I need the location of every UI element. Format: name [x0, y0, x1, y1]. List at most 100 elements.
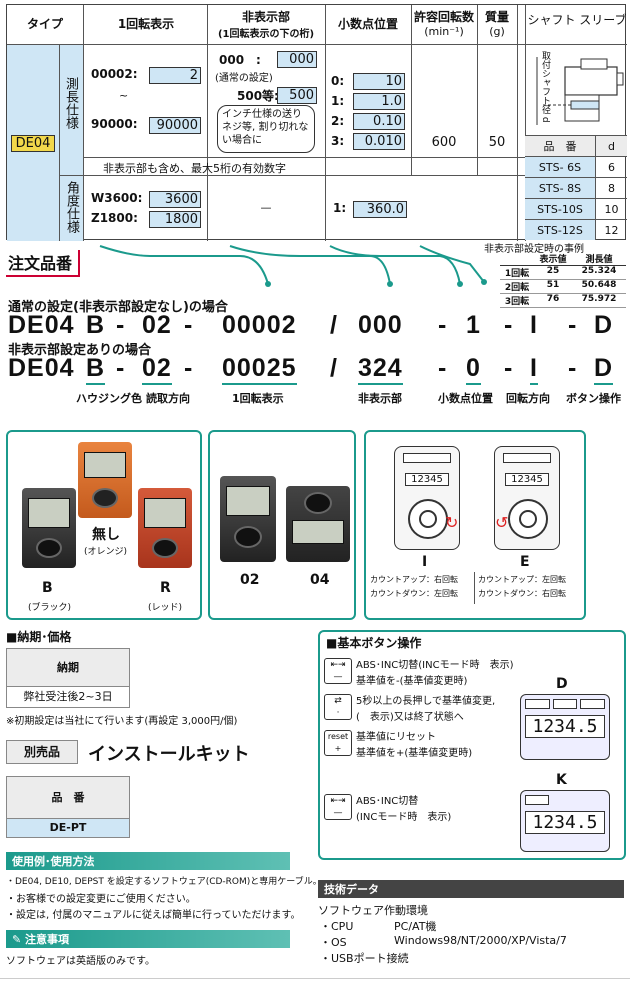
rotation-panel: 12345 ↻ 12345 ↺ I E カウントアップ：右回転 カウントダウン：… [364, 430, 586, 620]
sleeve-part: STS- 6S [525, 156, 595, 177]
code-part: 324 [358, 354, 403, 385]
mass-value: 50 [488, 135, 506, 150]
rotation-i-display: 12345 [405, 473, 449, 486]
btn3-icon: reset+ [324, 730, 352, 756]
direction-02-photo [220, 476, 276, 562]
code-part: DE04 [8, 311, 75, 339]
example-cell: 3回転 [504, 297, 530, 307]
buttons-title: ■基本ボタン操作 [326, 636, 422, 650]
shaft-drawing: 取付シャフト径 d [527, 45, 627, 135]
decimal-row: 2: 0.10 [331, 111, 409, 131]
code-part: 02 [142, 311, 172, 339]
housing-none-sub: (オレンジ) [84, 547, 128, 557]
rotation-e-display: 12345 [505, 473, 549, 486]
type-k-reading: 1234.5 [525, 811, 605, 834]
code-part: B [86, 354, 106, 385]
type-k-display: 1234.5 [520, 790, 610, 852]
example-title: 非表示部設定時の事例 [484, 244, 584, 255]
header-hidden: 非表示部 [241, 10, 290, 24]
delivery-note: ※初期設定は当社にて行います(再設定 3,000円/個) [6, 716, 238, 727]
one-rev-a-label: 00002: [91, 67, 138, 81]
decimal-value: 0.10 [353, 112, 405, 130]
code-part: - [116, 354, 126, 382]
decimal-key: 2: [331, 114, 345, 128]
code-part: 1 [466, 311, 481, 339]
tech-os-key: ・OS [320, 936, 347, 949]
rotation-e: E [520, 554, 530, 570]
tech-cpu-value: PC/AT機 [394, 920, 437, 933]
pencil-icon: ✎ [12, 933, 26, 946]
btn1-text-b: 基準値を-(基準値変更時) [356, 676, 468, 687]
example-cell: 75.972 [581, 294, 617, 304]
red-housing-photo [138, 488, 192, 568]
tech-os-value: Windows98/NT/2000/XP/Vista/7 [394, 934, 567, 947]
code-label: 非表示部 [358, 392, 402, 405]
delivery-value: 弊社受注後2~3日 [23, 690, 113, 703]
usage-line-3: ・設定は, 付属のマニュアルに従えば簡単に行っていただけます。 [6, 910, 301, 921]
kit-part: DE-PT [7, 819, 129, 837]
example-header: 表示値 [539, 255, 567, 265]
btn4-text: ABS･INC切替 [356, 796, 419, 807]
type-d-label: D [556, 676, 568, 692]
one-rev-a-value: 2 [149, 67, 201, 84]
btn4-icon: ⇤⇥— [324, 794, 352, 820]
header-hidden-sub: (1回転表示の下の桁) [217, 29, 315, 40]
type-badge: DE04 [11, 135, 55, 152]
hidden-a-value: 000 [277, 51, 317, 68]
usage-title: 使用例･使用方法 [6, 852, 290, 870]
housing-r: R [160, 580, 171, 596]
direction-02: 02 [240, 572, 260, 588]
example-cell: 51 [546, 280, 560, 290]
header-type: タイプ [26, 17, 63, 31]
btn1-icon: ⇤⇥— [324, 658, 352, 684]
code-part: / [330, 311, 338, 339]
decimal-key: 3: [331, 134, 345, 148]
rotation-e-note1: カウントアップ：左回転 [478, 575, 566, 584]
decimal-row: 3: 0.010 [331, 131, 409, 151]
spec-table: タイプ 1回転表示 非表示部 (1回転表示の下の桁) 小数点位置 許容回転数 (… [6, 4, 627, 241]
shaft-label: 取付シャフト径 d [540, 51, 550, 123]
decimal-value: 0.010 [353, 132, 405, 150]
btn3-text: 基準値にリセット [356, 732, 436, 743]
sleeve-d: 10 [595, 198, 627, 219]
type-d-display: 1234.5 [520, 694, 610, 760]
tech-title-text: 技術データ [324, 883, 379, 896]
angle-hidden: — [260, 201, 272, 214]
btn2-text: 5秒以上の長押しで基準値変更, [356, 696, 496, 707]
decimal-row: 0:10 [331, 71, 409, 91]
tech-env: ソフトウェア作動環境 [318, 904, 428, 917]
code-part: - [504, 354, 514, 382]
code-label: 読取方向 [146, 392, 190, 405]
type-d-reading: 1234.5 [525, 715, 605, 738]
header-mass-unit: (g) [489, 25, 505, 38]
example-cell: 2回転 [504, 283, 530, 293]
caution-title: ✎ 注意事項 [6, 930, 290, 948]
code-part: - [568, 354, 578, 382]
hidden-label: 非表示部設定ありの場合 [8, 343, 152, 358]
normal-label: 通常の設定(非表示部設定なし)の場合 [8, 300, 228, 315]
sleeve-d: 6 [595, 156, 627, 177]
code-part: - [504, 311, 514, 339]
rotation-i-arrow-icon: ↻ [445, 513, 459, 532]
code-part: DE04 [8, 354, 75, 382]
delivery-title: ■納期･価格 [6, 630, 72, 644]
code-part: - [438, 311, 448, 339]
rotation-i: I [422, 554, 428, 570]
header-rpm: 許容回転数 [413, 10, 474, 24]
sleeve-part: STS-12S [525, 219, 595, 240]
code-label: 小数点位置 [438, 392, 493, 405]
code-part: 000 [358, 311, 403, 339]
btn1-text: ABS･INC切替(INCモード時 表示) [356, 660, 514, 671]
code-part: D [594, 311, 614, 339]
sleeve-header-d: d [595, 135, 627, 156]
code-part: I [530, 311, 538, 339]
btn4-text-b: (INCモード時 表示) [356, 812, 452, 823]
rotation-e-note2: カウントダウン：右回転 [478, 589, 566, 598]
